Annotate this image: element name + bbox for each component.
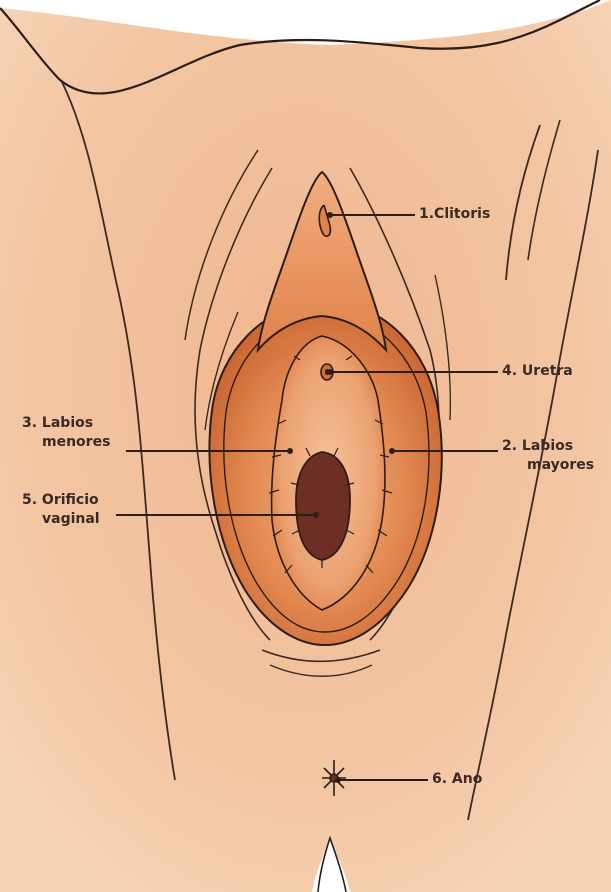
label-ano: 6. Ano [432, 770, 482, 789]
label-labios-mayores: 2. Labios mayores [502, 437, 594, 475]
label-labios-mayores-line1: 2. Labios [502, 437, 594, 456]
label-orificio-vaginal: 5. Orificio vaginal [22, 491, 100, 529]
label-labios-menores-line2: menores [22, 433, 110, 452]
label-clitoris: 1.Clitoris [419, 205, 490, 224]
label-labios-menores-line1: 3. Labios [22, 414, 110, 433]
label-orificio-vaginal-line2: vaginal [22, 510, 100, 529]
vaginal-opening [296, 452, 350, 560]
label-orificio-vaginal-line1: 5. Orificio [22, 491, 100, 510]
label-labios-menores: 3. Labios menores [22, 414, 110, 452]
label-labios-mayores-line2: mayores [502, 456, 594, 475]
label-uretra: 4. Uretra [502, 362, 573, 381]
